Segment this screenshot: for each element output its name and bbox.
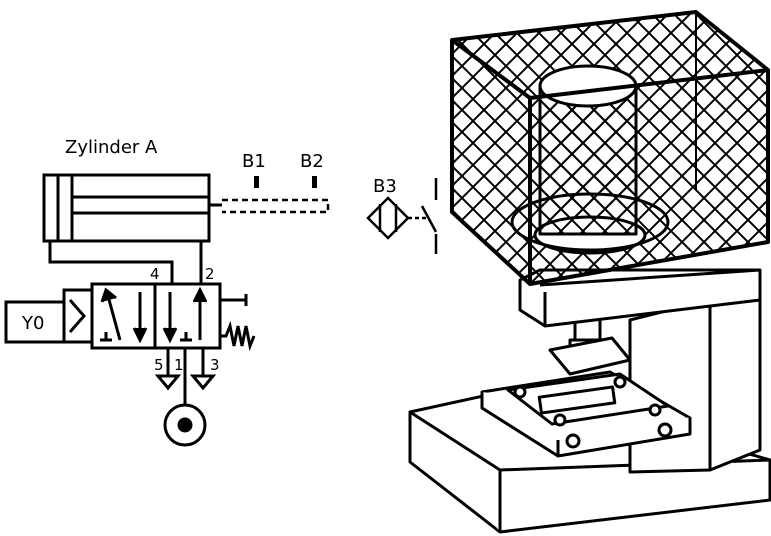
cylinder-a [42,173,330,243]
b3-label: B3 [373,176,397,197]
b3-proximity-sensor [366,178,438,254]
b2-label: B2 [300,151,324,172]
b1-sensor-mark [254,176,259,188]
press-machine [408,10,771,534]
b2-sensor-mark [312,176,317,188]
port-5-label: 5 [154,356,164,374]
b1-label: B1 [242,151,266,172]
solenoid-y0 [4,288,94,344]
port-1-label: 1 [174,356,184,374]
exhaust-lines [154,348,217,404]
solenoid-label: Y0 [21,313,44,334]
port-4-label: 4 [150,265,160,283]
valve-5-2 [90,282,256,352]
protective-cage [450,10,770,286]
air-lines [48,241,203,284]
port-3-label: 3 [210,356,220,374]
work-fixture [480,370,692,458]
cylinder-label: Zylinder A [65,137,158,158]
pressure-source [163,403,207,447]
pneumatic-schematic [4,173,330,447]
press-base [408,386,771,534]
port-2-label: 2 [205,265,215,283]
press-tool [548,316,632,376]
press-column [628,294,762,474]
